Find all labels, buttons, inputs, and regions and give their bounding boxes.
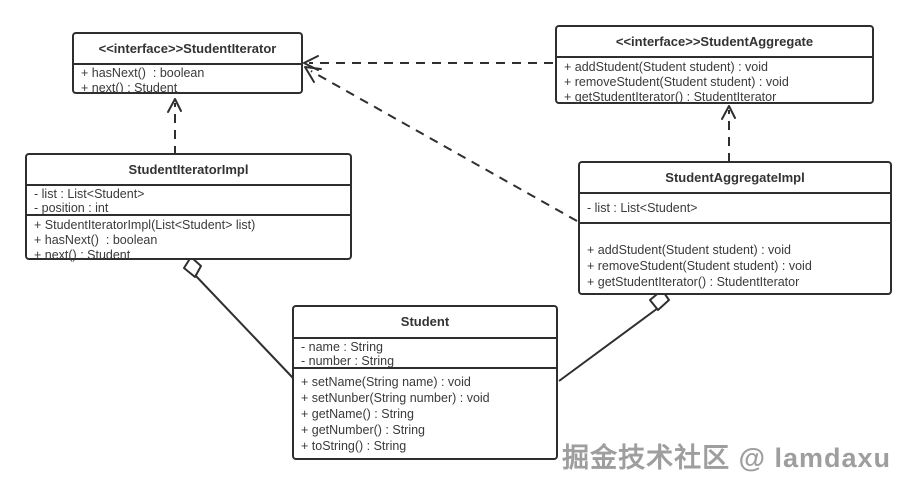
class-box-student-iterator-impl: StudentIteratorImpl - list : List<Studen…: [25, 153, 352, 262]
method-label: + addStudent(Student student) : void: [564, 60, 768, 74]
method-label: + next() : Student: [34, 248, 131, 262]
method-label: + toString() : String: [301, 439, 407, 453]
watermark-text: 掘金技术社区 @ lamdaxu: [562, 443, 891, 473]
method-label: + removeStudent(Student student) : void: [587, 259, 812, 273]
attribute-label: - list : List<Student>: [587, 201, 698, 215]
dependency-arrow-aggregate: [303, 55, 553, 71]
method-label: + StudentIteratorImpl(List<Student> list…: [34, 218, 256, 232]
class-title: <<interface>>StudentIterator: [98, 41, 277, 56]
realization-arrow-iteratorimpl: [167, 98, 182, 155]
class-box-student-aggregate: <<interface>>StudentAggregate + addStude…: [555, 25, 874, 104]
method-label: + next() : Student: [81, 81, 178, 94]
attribute-label: - number : String: [301, 354, 395, 367]
attribute-label: - position : int: [34, 201, 109, 214]
method-label: + setName(String name) : void: [301, 375, 471, 389]
dependency-arrow-aggregateimpl: [304, 66, 578, 222]
class-title: <<interface>>StudentAggregate: [615, 34, 814, 49]
class-title: StudentAggregateImpl: [665, 170, 805, 185]
method-label: + removeStudent(Student student) : void: [564, 75, 789, 89]
method-label: + setNunber(String number) : void: [301, 391, 490, 405]
class-box-student-aggregate-impl: StudentAggregateImpl - list : List<Stude…: [578, 161, 892, 295]
aggregation-link-aggregateimpl-student: [558, 289, 670, 382]
method-label: + addStudent(Student student) : void: [587, 243, 791, 257]
attribute-label: - list : List<Student>: [34, 187, 145, 201]
class-title: Student: [400, 314, 450, 329]
realization-arrow-aggregateimpl: [721, 105, 736, 162]
method-label: + getNumber() : String: [301, 423, 426, 437]
aggregation-link-iteratorimpl-student: [183, 256, 294, 379]
method-label: + hasNext() : boolean: [34, 233, 158, 247]
method-label: + hasNext() : boolean: [81, 66, 205, 80]
method-label: + getStudentIterator() : StudentIterator: [587, 275, 800, 289]
class-title: StudentIteratorImpl: [128, 162, 249, 177]
class-box-student-iterator: <<interface>>StudentIterator + hasNext()…: [72, 32, 303, 94]
method-label: + getName() : String: [301, 407, 414, 421]
class-box-student: Student - name : String - number : Strin…: [292, 305, 558, 460]
attribute-label: - name : String: [301, 340, 383, 354]
method-label: + getStudentIterator() : StudentIterator: [564, 90, 777, 104]
